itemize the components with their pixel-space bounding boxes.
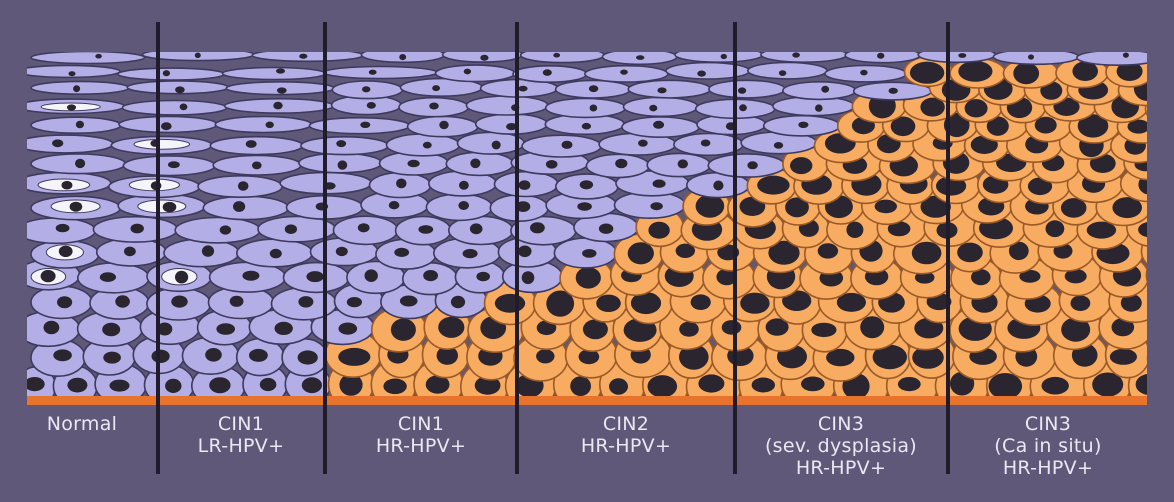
- normal-cell: [299, 153, 382, 173]
- normal-cell: [708, 154, 785, 177]
- stage-label-cin1-hr-line-1: CIN1: [398, 413, 444, 435]
- stage-label-cin2-line-2: HR-HPV+: [581, 435, 671, 457]
- normal-cell: [17, 172, 111, 193]
- normal-cell: [127, 81, 228, 94]
- stage-label-cin3-cis-line-1: CIN3: [1025, 413, 1071, 435]
- normal-cell: [622, 117, 699, 137]
- normal-cell: [17, 99, 124, 113]
- normal-cell: [513, 66, 587, 82]
- normal-cell: [490, 195, 548, 221]
- normal-cell: [119, 116, 217, 132]
- normal-cell: [31, 240, 99, 268]
- normal-cell: [783, 82, 856, 100]
- basement-membrane: [27, 396, 1147, 405]
- stage-label-cin3-cis-line-3: HR-HPV+: [1003, 457, 1093, 479]
- normal-cell: [334, 216, 398, 244]
- normal-cell: [210, 137, 303, 155]
- normal-cell: [476, 114, 548, 134]
- normal-cell: [586, 154, 649, 177]
- normal-cell: [446, 152, 513, 175]
- stage-label-cin3-sev-line-1: CIN3: [818, 413, 864, 435]
- stage-label-cin1-lr-line-2: LR-HPV+: [198, 435, 285, 457]
- normal-cell: [31, 286, 92, 318]
- normal-cell: [748, 62, 827, 78]
- normal-cell: [213, 155, 301, 175]
- normal-cell: [175, 218, 260, 243]
- normal-cell: [556, 80, 631, 98]
- normal-cell: [825, 66, 907, 82]
- normal-cell: [436, 65, 515, 81]
- normal-cell: [624, 97, 698, 116]
- normal-cell: [203, 196, 288, 219]
- stage-label-cin1-hr-line-2: HR-HPV+: [376, 435, 466, 457]
- stage-label-cin3-cis-line-2: (Ca in situ): [994, 435, 1101, 457]
- normal-cell: [522, 135, 601, 157]
- normal-cell: [78, 263, 149, 293]
- stage-label-cin2-line-1: CIN2: [603, 413, 649, 435]
- normal-cell: [215, 117, 311, 133]
- normal-cell: [301, 137, 389, 155]
- normal-cell: [546, 98, 626, 117]
- normal-cell: [674, 134, 743, 156]
- normal-cell: [647, 153, 710, 176]
- normal-cell: [223, 68, 326, 80]
- epithelium-cells: [17, 47, 1174, 410]
- normal-cell: [324, 67, 438, 79]
- normal-cell: [17, 65, 120, 77]
- normal-cell: [111, 136, 212, 154]
- normal-cell: [408, 117, 478, 137]
- normal-cell: [585, 66, 668, 82]
- normal-cell: [466, 96, 547, 115]
- normal-cell: [122, 101, 226, 115]
- normal-cell: [118, 68, 225, 80]
- stage-label-cin3-sev-line-3: HR-HPV+: [796, 457, 886, 479]
- normal-cell: [332, 81, 402, 99]
- normal-cell: [31, 154, 125, 174]
- stage-label-cin1-lr-line-1: CIN1: [218, 413, 264, 435]
- normal-cell: [226, 82, 334, 95]
- normal-cell: [31, 81, 129, 94]
- normal-cell: [628, 80, 711, 98]
- normal-cell: [93, 217, 177, 242]
- normal-cell: [123, 156, 215, 176]
- normal-cell: [709, 80, 785, 98]
- normal-cell: [17, 218, 95, 243]
- normal-cell: [31, 196, 120, 219]
- normal-cell: [31, 52, 145, 64]
- normal-cell: [399, 98, 468, 117]
- normal-cell: [237, 239, 313, 267]
- normal-cell: [225, 99, 334, 113]
- normal-cell: [458, 132, 525, 154]
- normal-cell: [31, 117, 121, 133]
- normal-cell: [17, 135, 113, 153]
- stage-label-normal-line-1: Normal: [47, 413, 118, 435]
- stage-label-cin3-sev-line-2: (sev. dysplasia): [765, 435, 917, 457]
- normal-cell: [109, 176, 200, 197]
- normal-cell: [764, 116, 840, 136]
- normal-cell: [370, 173, 431, 198]
- normal-cell: [426, 194, 492, 220]
- normal-cell: [284, 263, 349, 293]
- normal-cell: [495, 172, 558, 197]
- normal-cell: [198, 176, 282, 197]
- normal-cell: [666, 63, 750, 79]
- normal-cell: [396, 217, 451, 245]
